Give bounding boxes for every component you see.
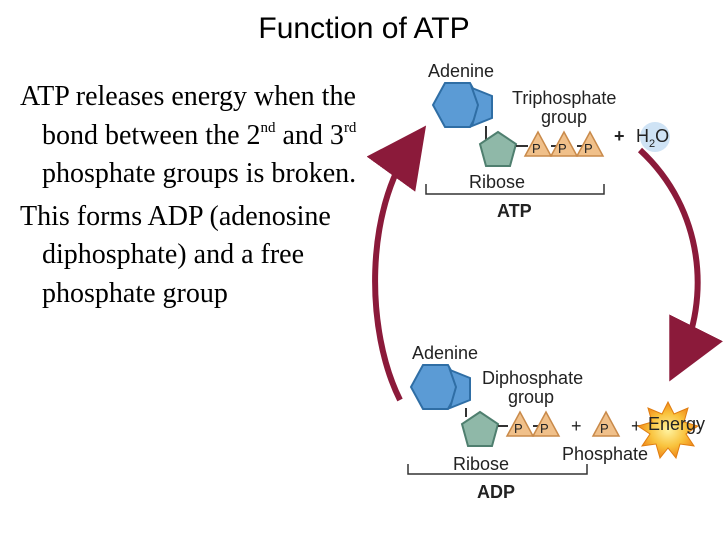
atp-adenine-label: Adenine [428,61,494,81]
cycle-arrow-down-right [637,147,723,382]
atp-phosphate-1-label: P [532,141,541,156]
free-phosphate [591,410,621,437]
adp-plus-sign-1: + [571,416,582,436]
adp-group-label: group [508,387,554,407]
atp-adenine-hexagon [431,82,484,128]
adp-diphosphate-label: Diphosphate [482,368,583,388]
atp-ribose-label: Ribose [469,172,525,192]
water-molecule-icon [640,122,670,152]
bullet-text: and 3 [275,119,344,151]
bullet-atp-release: ATP releases energy when the bond betwee… [20,78,380,194]
atp-triphosphate-label: Triphosphate [512,88,616,108]
atp-phosphate-2 [549,130,579,157]
energy-label: Energy [648,414,705,434]
bullet-adp-forms: This forms ADP (adenosine diphosphate) a… [20,198,380,314]
phosphate-label: Phosphate [562,444,648,464]
bullet-text: This forms ADP (adenosine diphosphate) a… [20,200,331,309]
atp-phosphate-1 [523,130,553,157]
bullet-list: ATP releases energy when the bond betwee… [20,78,380,317]
adp-molecule: Adenine Ribose Diphosphate group P P + P… [407,343,705,502]
adp-ribose-pentagon [460,410,500,447]
adp-caption: ADP [477,482,515,502]
bullet-text: ATP releases energy when the bond betwee… [20,81,356,151]
adp-phosphate-2-label: P [540,421,549,436]
atp-phosphate-3 [575,130,605,157]
atp-caption: ATP [497,201,532,221]
adp-phosphate-1-label: P [514,421,523,436]
atp-ribose-pentagon [478,130,518,167]
atp-molecule: Adenine Ribose Triphosphate group P P P … [425,61,670,221]
superscript-nd: nd [260,119,276,136]
adp-bracket [407,464,588,475]
adp-phosphate-2 [531,410,561,437]
atp-adenine-pentagon [470,86,493,128]
atp-group-label: group [541,107,587,127]
adp-adenine-label: Adenine [412,343,478,363]
adp-adenine-pentagon [448,368,471,410]
free-phosphate-label: P [600,421,609,436]
atp-phosphate-2-label: P [558,141,567,156]
energy-burst-icon [636,400,700,460]
bullet-text: phosphate groups is broken. [42,158,357,189]
water-o: O [655,126,669,146]
atp-plus-sign: + [614,126,625,146]
water-formula: H2O [636,126,669,150]
adp-phosphate-1 [505,410,535,437]
atp-phosphate-3-label: P [584,141,593,156]
atp-bracket [425,184,605,195]
water-h: H [636,126,649,146]
cycle-arrow-up-left [366,125,427,402]
water-subscript: 2 [649,138,655,150]
superscript-rd: rd [343,119,357,136]
slide-title: Function of ATP [258,12,470,45]
adp-ribose-label: Ribose [453,454,509,474]
adp-adenine-hexagon [409,364,462,410]
adp-plus-sign-2: + [631,416,642,436]
